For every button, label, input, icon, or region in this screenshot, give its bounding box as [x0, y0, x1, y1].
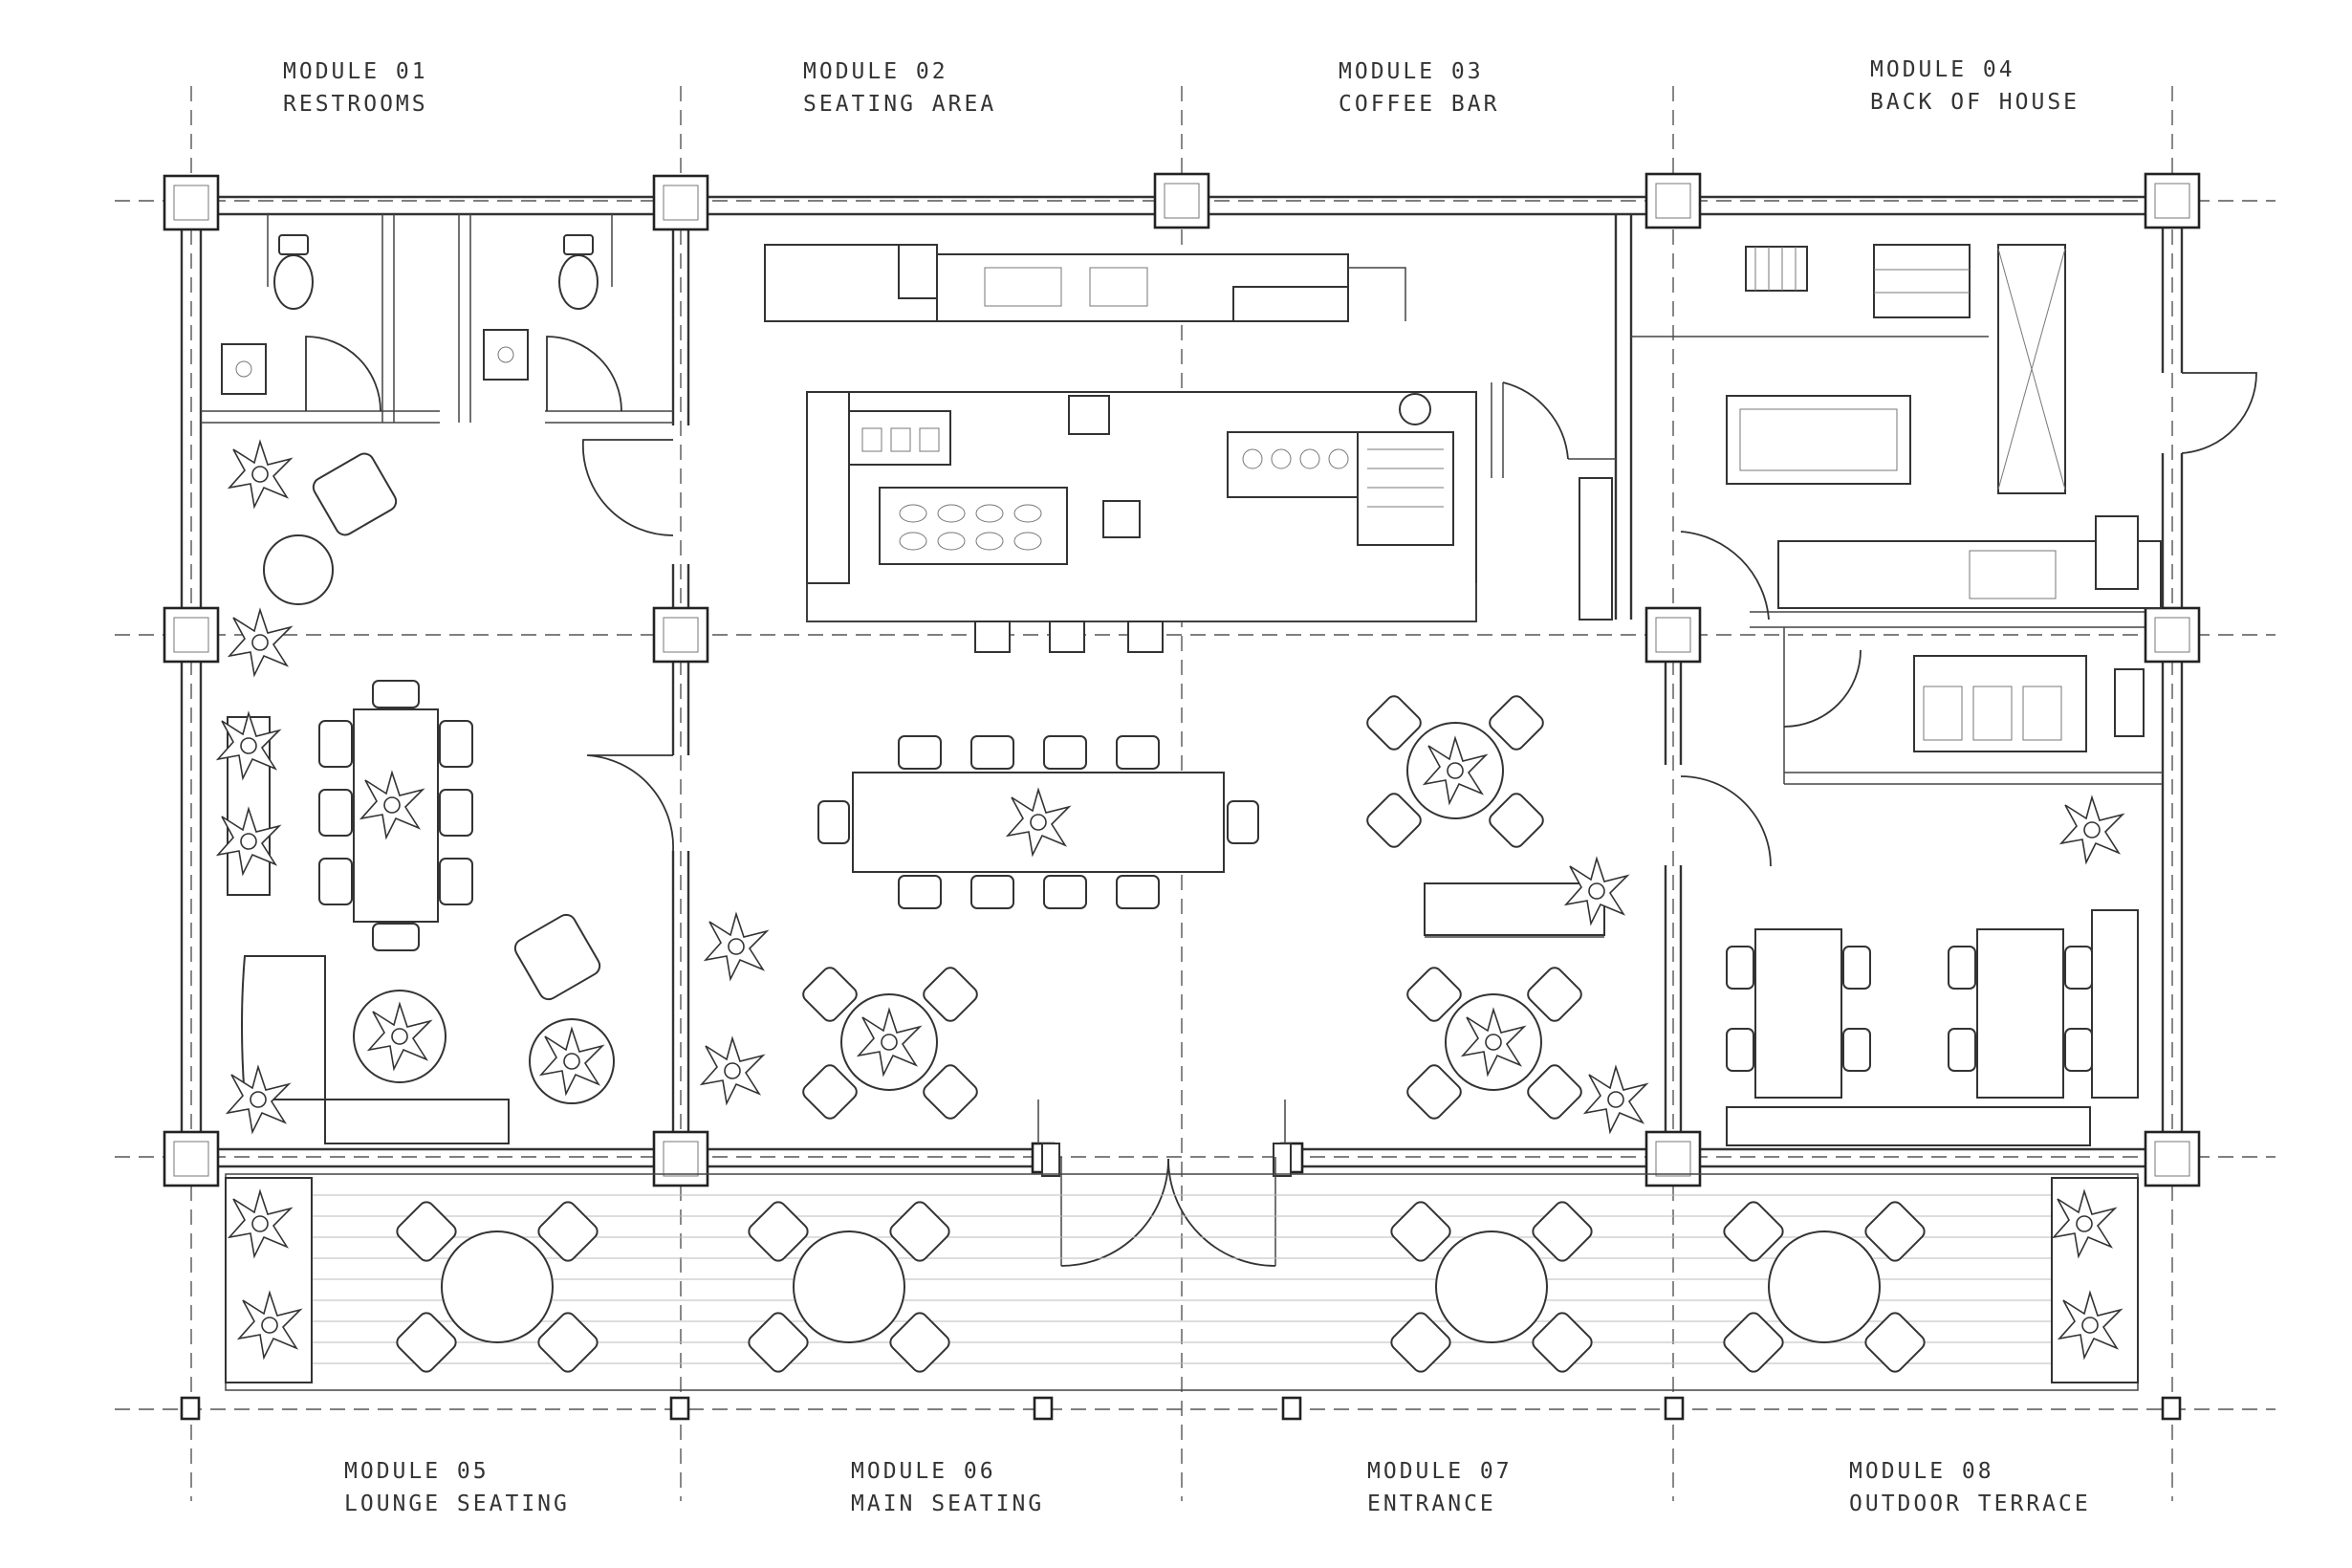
bench: [2091, 909, 2139, 1099]
bar-stool-icon: [974, 621, 1011, 653]
entrance-door-right[interactable]: [1167, 1158, 1276, 1267]
storage-shelf: [1745, 246, 1808, 292]
side-table: [263, 534, 334, 605]
door-swing-icon: [1680, 531, 1770, 621]
module-07-name: ENTRANCE: [1367, 1492, 1496, 1516]
sink-icon: [2095, 515, 2139, 590]
plant-icon: [229, 609, 292, 676]
door-swing-icon: [586, 754, 674, 852]
register-icon: [1102, 500, 1141, 538]
back-of-house: [1680, 244, 2257, 867]
lounge-seating: [227, 452, 674, 1144]
door-swing-icon: [546, 336, 622, 412]
grinder-rack-icon: [1357, 431, 1454, 546]
storage-shelf: [1873, 244, 1971, 318]
bar-stool-icon: [1049, 621, 1085, 653]
module-labels-bottom: MODULE 05 LOUNGE SEATING MODULE 06 MAIN …: [344, 1459, 2091, 1516]
door-swing-icon: [1502, 381, 1569, 460]
module-06-name: MAIN SEATING: [851, 1492, 1044, 1516]
structural-grid: [115, 86, 2276, 1501]
round-table-with-chairs: [802, 967, 978, 1120]
grinder-icon: [1399, 393, 1431, 425]
coffee-bar: [764, 244, 1569, 653]
module-04-number: MODULE 04: [1870, 57, 2015, 82]
module-03-number: MODULE 03: [1339, 59, 1484, 84]
sink-icon: [221, 343, 267, 395]
round-tables: [802, 695, 1582, 1120]
round-table-with-chairs: [748, 1201, 950, 1373]
round-table-with-chairs: [1390, 1201, 1593, 1373]
entrance: [1037, 1100, 1292, 1267]
door-swing-icon: [1680, 775, 1772, 867]
entrance-door-left[interactable]: [1060, 1158, 1169, 1267]
module-08-name: OUTDOOR TERRACE: [1849, 1492, 2091, 1516]
register-icon: [1068, 395, 1110, 435]
module-02-name: SEATING AREA: [803, 92, 996, 117]
sink-icon: [483, 329, 529, 381]
pastry-case: [879, 487, 1068, 565]
module-05-number: MODULE 05: [344, 1459, 490, 1484]
plant-icon: [701, 1037, 764, 1104]
espresso-machine-icon: [848, 410, 951, 466]
dishwasher-unit: [1913, 655, 2087, 752]
plant-icon: [229, 441, 292, 508]
round-table-with-chairs: [396, 1201, 599, 1373]
door-swing-icon: [1783, 649, 1862, 728]
door-swing-icon: [305, 336, 381, 412]
toilet-icon: [273, 234, 314, 310]
module-04-name: BACK OF HOUSE: [1870, 90, 2080, 115]
columns: [163, 172, 2201, 1421]
module-07-number: MODULE 07: [1367, 1459, 1513, 1484]
module-01-name: RESTROOMS: [283, 92, 428, 117]
module-02-number: MODULE 02: [803, 59, 948, 84]
plant-icon: [2060, 796, 2123, 863]
brewer-icon: [1227, 431, 1362, 498]
armchair-icon: [513, 913, 601, 1001]
sofa: [324, 1099, 510, 1144]
prep-table: [1726, 395, 1911, 485]
door-swing-icon: [2181, 372, 2257, 454]
dining-table: [1976, 928, 2064, 1099]
booth-seating: [1726, 909, 2139, 1146]
dining-table: [1754, 928, 1842, 1099]
bench: [1726, 1106, 2091, 1146]
bar-stool-icon: [1127, 621, 1164, 653]
round-table-with-chairs: [1723, 1201, 1926, 1373]
module-06-number: MODULE 06: [851, 1459, 996, 1484]
outdoor-terrace: [225, 1173, 2139, 1391]
armchair-icon: [312, 452, 398, 536]
module-01-number: MODULE 01: [283, 59, 428, 84]
module-03-name: COFFEE BAR: [1339, 92, 1499, 117]
module-08-number: MODULE 08: [1849, 1459, 1994, 1484]
toilet-icon: [558, 234, 599, 310]
module-labels-top: MODULE 01 RESTROOMS MODULE 02 SEATING AR…: [283, 57, 2080, 117]
planter-box: [1424, 882, 1605, 936]
door-swing-icon: [581, 439, 674, 536]
restrooms: [221, 234, 674, 536]
plant-icon: [705, 913, 768, 980]
plant-icon: [1584, 1066, 1647, 1133]
module-05-name: LOUNGE SEATING: [344, 1492, 570, 1516]
